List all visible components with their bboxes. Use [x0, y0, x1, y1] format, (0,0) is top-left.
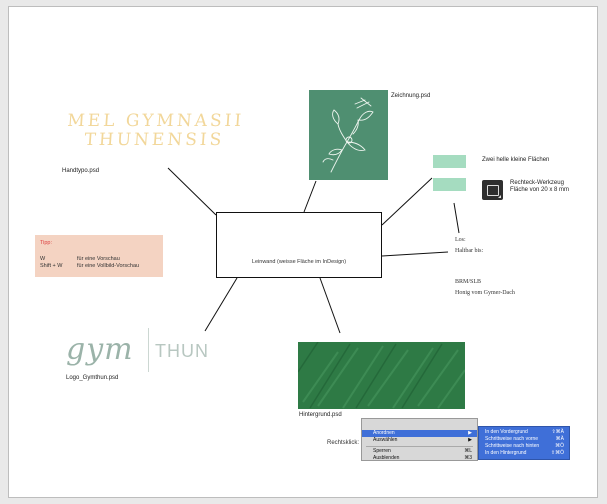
- submenu-item-hintergrund-label: In den Hintergrund: [485, 450, 527, 456]
- menu-item-ausblenden-shortcut: ⌘3: [464, 455, 472, 461]
- tip-row-2-key: Shift + W: [40, 263, 63, 269]
- menu-item-sperren-shortcut: ⌘L: [464, 448, 472, 454]
- rectangle-tool-icon[interactable]: [482, 180, 503, 200]
- menu-item-anordnen-label: Anordnen: [373, 430, 395, 436]
- werkzeug-line2: Fläche von 20 x 8 mm: [510, 187, 570, 193]
- tip-box: Tipp: W für eine Vorschau Shift + W für …: [35, 235, 163, 277]
- handtypo-image: MEL GYMNASII THUNENSIS: [59, 111, 252, 150]
- menu-item-auswaehlen[interactable]: Auswählen ▶: [362, 437, 477, 444]
- note-honig: Honig vom Gymer-Dach: [455, 290, 515, 296]
- submenu-arrow-icon: ▶: [468, 430, 472, 436]
- canvas-rect: Leinwand (weisse Fläche im InDesign): [216, 212, 382, 278]
- submenu-item-nach-vorne-label: Schrittweise nach vorne: [485, 436, 539, 442]
- submenu-arrow-icon: ▶: [468, 437, 472, 443]
- tip-title: Tipp:: [40, 240, 53, 246]
- arrange-submenu: In den Vordergrund ⇧⌘Ä Schrittweise nach…: [478, 426, 570, 460]
- logo-thun-text: THUN: [155, 341, 209, 361]
- logo-gym-text: gym: [66, 332, 134, 367]
- handtypo-line2: THUNENSIS: [83, 130, 225, 150]
- menu-item-ausblenden-label: Ausblenden: [373, 455, 400, 461]
- handtypo-caption: Handtypo.psd: [62, 168, 100, 174]
- menu-item-anordnen[interactable]: Anordnen ▶: [362, 430, 477, 437]
- note-haltbar: Haltbar bis:: [455, 248, 484, 254]
- mint-rect-2: [433, 178, 466, 191]
- submenu-item-nach-vorne-shortcut: ⌘Ä: [555, 436, 564, 442]
- brush-texture: [298, 342, 465, 409]
- werkzeug-text: Rechteck-Werkzeug Fläche von 20 x 8 mm: [510, 180, 569, 194]
- menu-item-sperren[interactable]: Sperren ⌘L: [362, 448, 477, 455]
- note-los: Los:: [455, 237, 466, 243]
- hintergrund-image: [298, 342, 465, 409]
- logo-divider: [148, 328, 149, 372]
- submenu-item-nach-hinten[interactable]: Schrittweise nach hinten ⌘Ö: [485, 443, 564, 450]
- zeichnung-caption: Zeichnung.psd: [391, 93, 431, 99]
- tip-row-2-value: für eine Vollbild-Vorschau: [77, 263, 140, 269]
- tip-row-1-key: W: [40, 256, 46, 262]
- submenu-item-vordergrund-label: In den Vordergrund: [485, 429, 528, 435]
- flower-drawing: [322, 97, 374, 173]
- menu-item-auswaehlen-label: Auswählen: [373, 437, 398, 443]
- submenu-item-vordergrund-shortcut: ⇧⌘Ä: [551, 429, 564, 435]
- submenu-item-vordergrund[interactable]: In den Vordergrund ⇧⌘Ä: [485, 429, 564, 436]
- hintergrund-caption: Hintergrund.psd: [299, 412, 342, 418]
- submenu-item-nach-hinten-label: Schrittweise nach hinten: [485, 443, 540, 449]
- submenu-item-hintergrund-shortcut: ⇧⌘Ö: [550, 450, 564, 456]
- canvas-label: Leinwand (weisse Fläche im InDesign): [251, 259, 347, 265]
- flaechen-label: Zwei helle kleine Flächen: [482, 157, 550, 163]
- submenu-item-hintergrund[interactable]: In den Hintergrund ⇧⌘Ö: [485, 450, 564, 457]
- werkzeug-line1: Rechteck-Werkzeug: [510, 180, 564, 186]
- note-brm: BRM/SLB: [455, 279, 482, 285]
- zeichnung-image: [309, 90, 388, 180]
- submenu-item-nach-vorne[interactable]: Schrittweise nach vorne ⌘Ä: [485, 436, 564, 443]
- menu-separator: [366, 446, 473, 447]
- tip-row-1-value: für eine Vorschau: [77, 256, 120, 262]
- submenu-item-nach-hinten-shortcut: ⌘Ö: [555, 443, 564, 449]
- menu-item-ausblenden[interactable]: Ausblenden ⌘3: [362, 455, 477, 461]
- rechtsklick-label: Rechtsklick:: [327, 440, 360, 446]
- handtypo-line1: MEL GYMNASII: [66, 111, 245, 131]
- context-menu: Anordnen ▶ Auswählen ▶ Sperren ⌘L Ausble…: [361, 418, 478, 461]
- menu-item-sperren-label: Sperren: [373, 448, 391, 454]
- mint-rect-1: [433, 155, 466, 168]
- logo-caption: Logo_Gymthun.psd: [66, 375, 119, 381]
